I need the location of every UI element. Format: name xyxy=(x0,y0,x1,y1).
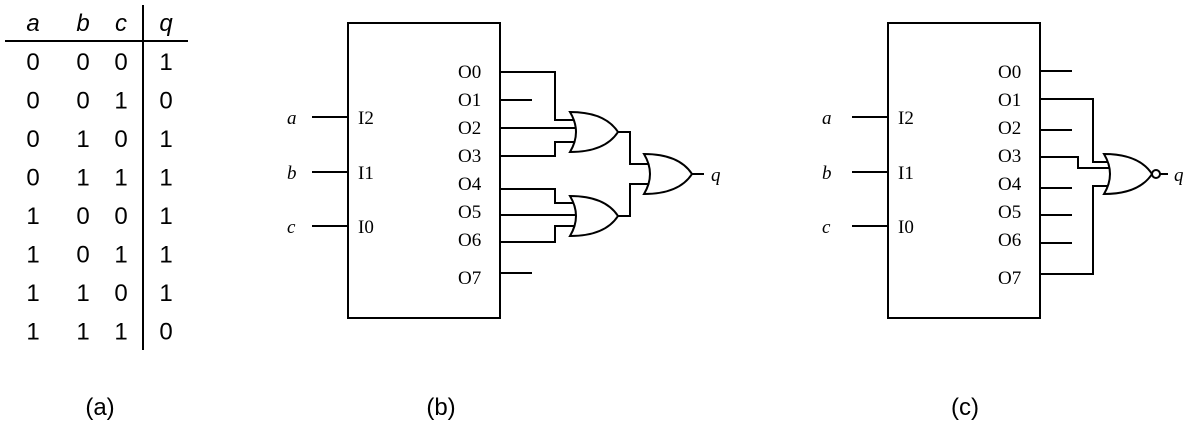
output-pin-b-o6: O6 xyxy=(458,230,481,251)
input-pin-c-i2: I2 xyxy=(898,108,914,129)
wire-c-o3 xyxy=(1040,156,1110,169)
wire-b-o0 xyxy=(500,71,574,121)
tt-cell-b: 1 xyxy=(76,319,89,346)
tt-header-c: c xyxy=(115,10,127,37)
input-var-c-b: b xyxy=(822,163,832,184)
input-pin-c-i0: I0 xyxy=(898,217,914,238)
or-gate-b-final xyxy=(642,152,694,196)
output-pin-b-o1: O1 xyxy=(458,90,481,111)
nor-bubble-c xyxy=(1151,169,1161,179)
tt-header-a: a xyxy=(26,10,39,37)
tt-cell-q: 1 xyxy=(159,49,172,76)
tt-cell-c: 1 xyxy=(114,165,127,192)
tt-cell-b: 1 xyxy=(76,280,89,307)
input-var-b-a: a xyxy=(287,108,297,129)
tt-cell-a: 0 xyxy=(26,49,39,76)
output-pin-c-o1: O1 xyxy=(998,90,1021,111)
wire-c-o1 xyxy=(1040,98,1108,163)
output-pin-c-o0: O0 xyxy=(998,62,1021,83)
tt-cell-b: 0 xyxy=(76,242,89,269)
decoder-b xyxy=(347,22,501,319)
input-pin-b-i2: I2 xyxy=(358,108,374,129)
circuit-c: a b c I2 I1 I0 O0 O1 O2 O3 O4 O5 O6 O7 q xyxy=(822,22,1184,319)
tt-cell-q: 1 xyxy=(159,203,172,230)
tt-cell-b: 0 xyxy=(76,88,89,115)
tt-cell-a: 1 xyxy=(26,319,39,346)
output-pin-b-o0: O0 xyxy=(458,62,481,83)
tt-cell-c: 1 xyxy=(114,242,127,269)
tt-cell-c: 1 xyxy=(114,319,127,346)
or-gate-b-upper xyxy=(568,110,620,154)
input-var-c-a: a xyxy=(822,108,832,129)
output-var-b-q: q xyxy=(711,165,721,186)
tt-cell-q: 0 xyxy=(159,88,172,115)
output-pin-b-o7: O7 xyxy=(458,268,481,289)
output-pin-b-o2: O2 xyxy=(458,118,481,139)
wire-b-o4 xyxy=(500,188,574,204)
tt-cell-c: 0 xyxy=(114,280,127,307)
tt-cell-c: 0 xyxy=(114,126,127,153)
tt-cell-b: 0 xyxy=(76,203,89,230)
input-pin-b-i1: I1 xyxy=(358,163,374,184)
input-var-b-b: b xyxy=(287,163,297,184)
wire-b-o6 xyxy=(500,225,574,243)
output-pin-c-o4: O4 xyxy=(998,174,1022,195)
caption-c: (c) xyxy=(951,394,979,421)
or-gate-b-lower xyxy=(568,194,620,238)
input-pin-b-i0: I0 xyxy=(358,217,374,238)
wire-b-o3 xyxy=(500,141,574,157)
wire-b-lower-to-final xyxy=(618,183,648,217)
output-var-c-q: q xyxy=(1174,165,1184,186)
tt-cell-q: 1 xyxy=(159,126,172,153)
tt-cell-b: 0 xyxy=(76,49,89,76)
wire-b-upper-to-final xyxy=(618,131,648,165)
output-pin-c-o7: O7 xyxy=(998,268,1021,289)
tt-cell-q: 1 xyxy=(159,280,172,307)
input-pin-c-i1: I1 xyxy=(898,163,914,184)
nor-gate-c xyxy=(1102,152,1154,196)
output-pin-c-o2: O2 xyxy=(998,118,1021,139)
tt-cell-a: 0 xyxy=(26,165,39,192)
output-pin-c-o5: O5 xyxy=(998,202,1021,223)
tt-cell-b: 1 xyxy=(76,165,89,192)
output-pin-c-o6: O6 xyxy=(998,230,1021,251)
tt-cell-a: 1 xyxy=(26,203,39,230)
tt-cell-c: 0 xyxy=(114,203,127,230)
tt-cell-c: 0 xyxy=(114,49,127,76)
output-pin-b-o3: O3 xyxy=(458,146,481,167)
caption-a: (a) xyxy=(85,394,114,421)
tt-cell-b: 1 xyxy=(76,126,89,153)
tt-cell-c: 1 xyxy=(114,88,127,115)
tt-cell-q: 1 xyxy=(159,165,172,192)
tt-cell-q: 0 xyxy=(159,319,172,346)
tt-cell-q: 1 xyxy=(159,242,172,269)
tt-cell-a: 1 xyxy=(26,280,39,307)
tt-cell-a: 0 xyxy=(26,88,39,115)
caption-b: (b) xyxy=(426,394,455,421)
wire-c-o7 xyxy=(1040,185,1108,275)
tt-cell-a: 1 xyxy=(26,242,39,269)
decoder-c xyxy=(887,22,1041,319)
output-pin-c-o3: O3 xyxy=(998,146,1021,167)
output-pin-b-o5: O5 xyxy=(458,202,481,223)
circuit-b: a b c I2 I1 I0 O0 O1 O2 O3 O4 O5 O6 O7 q xyxy=(287,22,721,319)
input-var-c-c: c xyxy=(822,217,831,238)
input-var-b-c: c xyxy=(287,217,296,238)
tt-header-q: q xyxy=(159,10,173,37)
output-pin-b-o4: O4 xyxy=(458,174,482,195)
tt-header-b: b xyxy=(76,10,89,37)
tt-cell-a: 0 xyxy=(26,126,39,153)
